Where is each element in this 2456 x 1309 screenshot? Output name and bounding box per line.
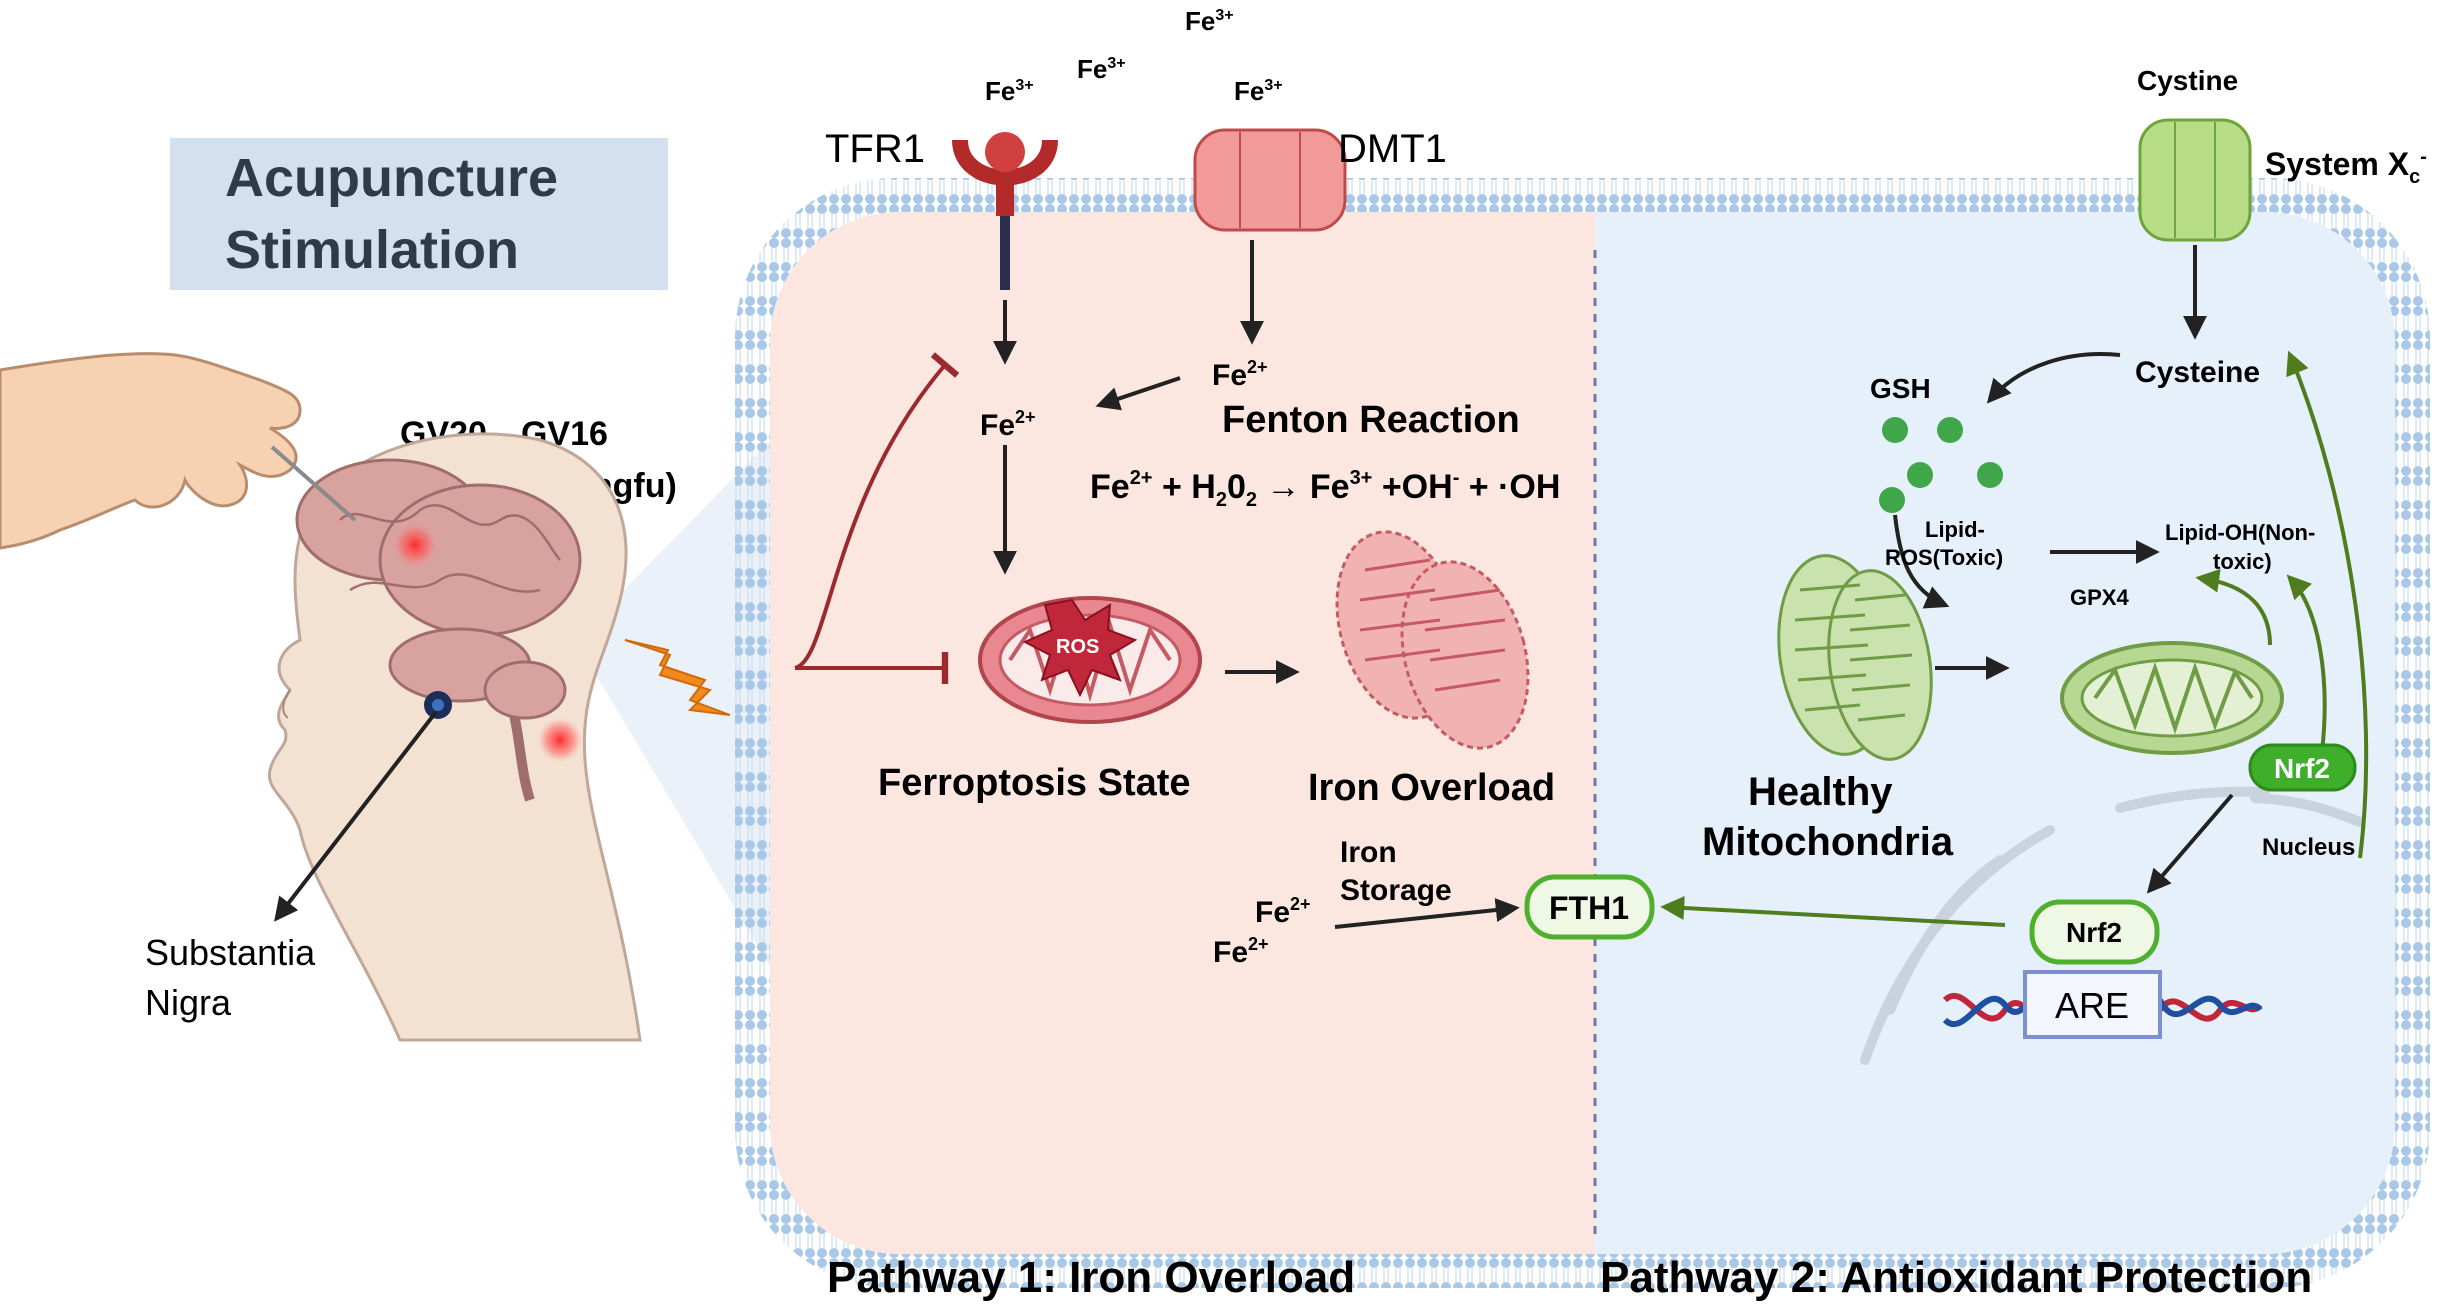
- lipid-oh-label-1: Lipid-OH(Non-: [2165, 520, 2315, 545]
- lipid-ros-label-2: ROS(Toxic): [1885, 545, 2003, 570]
- acupoint-gv16-glow: [538, 718, 582, 762]
- substantia-nigra-label-2: Nigra: [145, 982, 232, 1023]
- healthy-mito-label-2: Mitochondria: [1702, 820, 1954, 864]
- title-line-2: Stimulation: [225, 220, 519, 280]
- fe2-ion-center: Fe2+: [980, 407, 1036, 442]
- gpx4-label: GPX4: [2070, 585, 2129, 610]
- title-line-1: Acupuncture: [225, 148, 558, 208]
- pathway2-region: [1595, 212, 2395, 1254]
- ros-burst: [1022, 598, 1138, 698]
- arrow-green-to-lipid-oh-1: [2195, 568, 2272, 646]
- inhibit-fe2-arc: [794, 352, 960, 670]
- fe3-ion-3: Fe3+: [1185, 6, 1234, 36]
- pathway1-region: [770, 212, 1595, 1254]
- cystine-label: Cystine: [2137, 65, 2238, 96]
- fe2-storage-ion-2: Fe2+: [1213, 934, 1269, 969]
- acupoint-gv20-glow: [393, 523, 437, 567]
- gsh-molecules: [1879, 417, 2003, 513]
- cysteine-label: Cysteine: [2135, 356, 2260, 389]
- iron-storage-label-2: Storage: [1340, 874, 1452, 907]
- arrow-nrf2-to-cysteine: [2286, 350, 2369, 859]
- fe3-ion-4: Fe3+: [1234, 76, 1283, 106]
- iron-storage-label-1: Iron: [1340, 836, 1397, 869]
- tfr1-receptor: [952, 132, 1058, 290]
- substantia-nigra-pointer: [274, 710, 438, 922]
- arrow-green-to-lipid-oh-2: [2286, 574, 2327, 753]
- nrf2-label-top: Nrf2: [2274, 753, 2330, 784]
- nrf2-label-bottom: Nrf2: [2066, 917, 2122, 948]
- nrf2-cytoplasmic: Nrf2: [2248, 743, 2357, 792]
- are-element: ARE: [2023, 970, 2162, 1039]
- lipid-ros-label-1: Lipid-: [1925, 517, 1985, 542]
- ros-label: ROS: [1056, 636, 1099, 658]
- substantia-nigra-label-1: Substantia: [145, 932, 316, 973]
- iron-overload-label: Iron Overload: [1308, 767, 1555, 809]
- fenton-equation: Fe2+ + H202 → Fe3+ +OH- + ·OH: [1090, 467, 1560, 511]
- ferroptosis-label: Ferroptosis State: [878, 762, 1191, 804]
- arrow-gsh-to-mito: [1893, 514, 1950, 609]
- fth1-label: FTH1: [1549, 890, 1629, 926]
- arrow-to-fth1: [1334, 898, 1520, 929]
- dna-helix-right: [2157, 995, 2263, 1022]
- dmt1-channel: [1193, 128, 1347, 232]
- system-xc-label: System Xc-: [2265, 146, 2427, 188]
- fe2-storage-ion-1: Fe2+: [1255, 894, 1311, 929]
- pathway2-label: Pathway 2: Antioxidant Protection: [1600, 1253, 2312, 1302]
- ferroptotic-mitochondrion: [978, 596, 1202, 724]
- arrow-fenton-to-fe2: [1095, 376, 1181, 411]
- fe3-ion-1: Fe3+: [985, 76, 1034, 106]
- healthy-mitochondria-pair: [1777, 554, 1933, 761]
- overloaded-mitochondria: [1335, 530, 1530, 750]
- nucleus-label: Nucleus: [2262, 834, 2355, 861]
- fenton-title: Fenton Reaction: [1222, 399, 1520, 441]
- arrow-cysteine-to-gsh: [1986, 352, 2121, 404]
- system-xc-transporter: [2138, 118, 2252, 242]
- fth1-node: FTH1: [1524, 874, 1655, 940]
- arrow-nrf2-to-fth1: [1660, 896, 2006, 927]
- stimulus-lightning-icon: [624, 639, 731, 716]
- fe2-ion-dmt1: Fe2+: [1212, 357, 1268, 392]
- tfr1-label: TFR1: [825, 127, 925, 171]
- head-illustration: [267, 432, 642, 1042]
- arrow-nrf2-into-nucleus: [2146, 793, 2234, 894]
- gsh-label: GSH: [1870, 373, 1931, 404]
- fe3-ion-2: Fe3+: [1077, 54, 1126, 84]
- pathway1-label: Pathway 1: Iron Overload: [827, 1253, 1355, 1302]
- title-box: Acupuncture Stimulation: [170, 138, 668, 290]
- dmt1-label: DMT1: [1338, 127, 1447, 171]
- hand-with-needle: [0, 352, 357, 550]
- are-label: ARE: [2055, 985, 2129, 1026]
- functional-mitochondrion: [2060, 641, 2284, 755]
- nrf2-nuclear: Nrf2: [2029, 899, 2160, 965]
- healthy-mito-label-1: Healthy: [1748, 770, 1893, 814]
- lipid-oh-label-2: toxic): [2213, 549, 2272, 574]
